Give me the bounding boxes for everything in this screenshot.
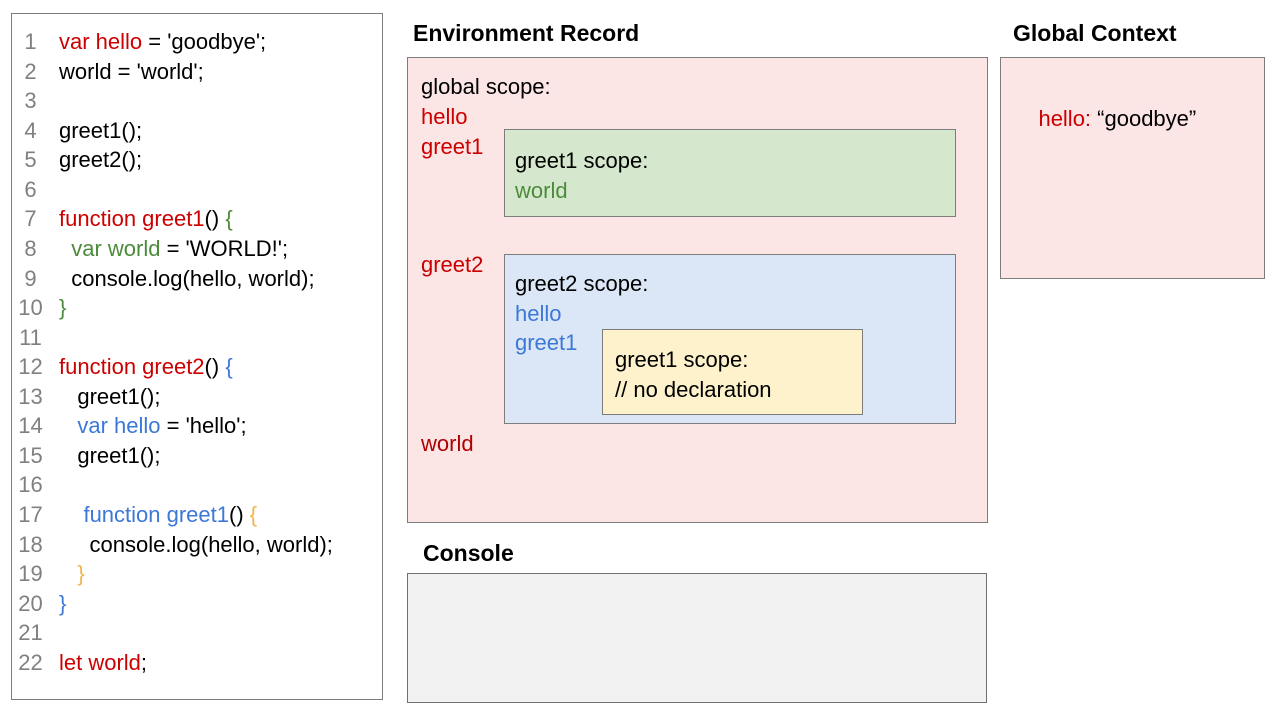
environment-record-box: global scope: hello greet1 greet1 scope:… [407, 57, 988, 523]
line-number: 16 [18, 472, 43, 498]
global-var-hello: hello [421, 104, 468, 129]
line-source: greet2(); [59, 147, 143, 173]
line-number: 1 [24, 29, 37, 54]
greet1-scope-label: greet1 scope: [515, 148, 649, 173]
global-var-greet1: greet1 [421, 134, 484, 159]
line-source: } [77, 561, 85, 587]
global-context-title: Global Context [1013, 20, 1177, 46]
line-source: console.log(hello, world); [59, 265, 315, 291]
line-number: 15 [18, 442, 43, 468]
nested-greet1-scope-box: greet1 scope: // no declaration [602, 329, 863, 415]
line-source: function greet1() { [59, 206, 233, 232]
line-source: var hello = 'goodbye'; [59, 29, 267, 54]
code-panel: 1 var hello = 'goodbye'; 2 world = 'world';… [11, 13, 383, 700]
line-source: greet1(); [59, 383, 161, 409]
code-line: 20} [12, 589, 382, 619]
line-number: 22 [18, 649, 43, 675]
code-line: 16 [12, 470, 382, 500]
code-line: 10} [12, 293, 382, 323]
global-context-key: hello: [1038, 105, 1092, 131]
line-number: 8 [24, 235, 37, 261]
global-scope-label: global scope: [421, 74, 551, 99]
code-line: 19 } [12, 559, 382, 589]
line-source [49, 323, 59, 353]
code-line: 8 var world = 'WORLD!'; [12, 234, 382, 264]
line-number: 17 [18, 502, 43, 527]
global-context-value: “goodbye” [1091, 105, 1197, 131]
line-source [49, 86, 59, 116]
line-number: 9 [24, 265, 37, 291]
environment-record-title: Environment Record [413, 20, 640, 46]
code-line: 12 function greet2() { [12, 352, 382, 382]
code-line: 5 greet2(); [12, 145, 382, 175]
line-number: 5 [24, 147, 37, 173]
line-number: 12 [18, 354, 43, 380]
global-context-box: hello: “goodbye” [1000, 57, 1265, 279]
code-lines: 1 var hello = 'goodbye'; 2 world = 'world';… [12, 27, 382, 677]
code-line: 18 console.log(hello, world); [12, 530, 382, 560]
code-line: 14 var hello = 'hello'; [12, 411, 382, 441]
line-number: 19 [18, 561, 43, 587]
line-number: 6 [24, 176, 37, 202]
greet2-scope-var-greet1: greet1 [515, 330, 578, 356]
line-source [49, 175, 59, 205]
line-source: } [59, 590, 67, 616]
global-var-greet2: greet2 [421, 252, 484, 277]
greet2-scope-box: greet2 scope: hello greet1 greet1 scope:… [504, 254, 956, 424]
line-source: let world; [59, 649, 148, 675]
code-line: 3 [12, 86, 382, 116]
greet1-scope-box: greet1 scope: world [504, 129, 956, 217]
line-number: 21 [18, 620, 43, 646]
line-number: 7 [24, 206, 37, 232]
nested-greet1-scope-label: greet1 scope: [615, 347, 749, 372]
code-line: 11 [12, 323, 382, 353]
line-source: function greet2() { [59, 354, 233, 380]
code-line: 6 [12, 175, 382, 205]
line-number: 13 [18, 383, 43, 409]
greet2-scope-var-hello: hello [515, 300, 562, 326]
code-line: 7 function greet1() { [12, 204, 382, 234]
greet2-scope-label: greet2 scope: [515, 271, 649, 296]
line-number: 18 [18, 531, 43, 557]
code-line: 4 greet1(); [12, 116, 382, 146]
line-number: 11 [19, 324, 42, 350]
code-line: 13 greet1(); [12, 382, 382, 412]
line-source: var world = 'WORLD!'; [71, 235, 289, 261]
code-line: 1 var hello = 'goodbye'; [12, 27, 382, 57]
code-line: 9 console.log(hello, world); [12, 264, 382, 294]
code-line: 22 let world; [12, 648, 382, 678]
console-output-box [407, 573, 987, 703]
line-source: greet1(); [59, 117, 143, 143]
line-source: greet1(); [59, 442, 161, 468]
code-line: 2 world = 'world'; [12, 57, 382, 87]
global-var-world: world [421, 431, 474, 456]
code-line: 15 greet1(); [12, 441, 382, 471]
greet1-scope-var-world: world [515, 177, 568, 203]
nested-greet1-scope-comment: // no declaration [615, 376, 772, 402]
line-source: console.log(hello, world); [59, 531, 333, 557]
line-source [49, 470, 59, 500]
console-title: Console [423, 540, 514, 566]
code-line: 21 [12, 618, 382, 648]
line-number: 14 [18, 413, 43, 439]
line-number: 20 [18, 590, 43, 616]
line-number: 2 [24, 58, 37, 84]
line-source: world = 'world'; [59, 58, 204, 84]
line-source [49, 618, 59, 648]
line-number: 10 [18, 295, 43, 321]
line-number: 4 [24, 117, 37, 143]
line-source: function greet1() { [83, 502, 258, 527]
line-number: 3 [24, 88, 37, 114]
code-line: 17 function greet1() { [12, 500, 382, 530]
line-source: } [59, 295, 67, 321]
line-source: var hello = 'hello'; [77, 413, 247, 439]
